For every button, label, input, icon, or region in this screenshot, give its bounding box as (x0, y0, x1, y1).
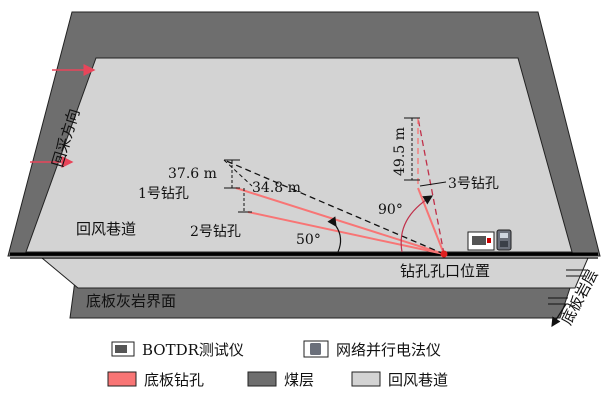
angle-50-arc (327, 216, 342, 253)
limestone-interface-label: 底板灰岩界面 (86, 292, 176, 310)
airway-swatch (351, 371, 381, 387)
borehole-swatch (107, 371, 137, 387)
angle-90-arc (400, 195, 434, 253)
legend: BOTDR测试仪 网络并行电法仪 底板钻孔 煤层 回风巷道 (107, 340, 448, 389)
return-airway-area (25, 57, 573, 253)
hole1-label: 1号钻孔 (138, 186, 189, 202)
legend-label-borehole: 底板钻孔 (144, 371, 204, 389)
legend-item-electrical: 网络并行电法仪 (303, 340, 441, 359)
borehole-mouth-point (440, 250, 448, 258)
hole1-line (235, 187, 445, 255)
borehole-mouth-label: 钻孔孔口位置 (400, 262, 490, 280)
coal-seam-swatch (247, 371, 277, 387)
hole1-offset-label: 34.8 m (252, 180, 301, 196)
return-airway-label: 回风巷道 (76, 220, 136, 238)
middle-stratum-layer (40, 257, 589, 289)
hole1-projection-tail (223, 159, 253, 187)
legend-item-botdr: BOTDR测试仪 (111, 341, 244, 359)
hole3-drop-label: 49.5 m (392, 127, 408, 176)
hole3-label: 3号钻孔 (448, 176, 499, 192)
hole2-line (247, 211, 445, 255)
hole3-projection-dashed (417, 117, 445, 255)
legend-item-return-airway: 回风巷道 (351, 371, 448, 389)
floor-strata-arrow (551, 303, 567, 328)
angle-90-label: 90° (378, 202, 403, 218)
botdr-instrument-icon (467, 231, 495, 251)
electrical-instrument-icon (496, 229, 512, 251)
hole3-label-leader (419, 181, 447, 187)
legend-item-borehole: 底板钻孔 (107, 371, 204, 389)
legend-label-return-airway: 回风巷道 (388, 371, 448, 389)
legend-label-electrical: 网络并行电法仪 (336, 341, 441, 359)
hole1-drop-label: 37.6 m (168, 166, 217, 182)
legend-item-coal-seam: 煤层 (247, 371, 314, 389)
legend-label-botdr: BOTDR测试仪 (142, 341, 244, 359)
angle-50-label: 50° (296, 232, 321, 248)
legend-label-coal-seam: 煤层 (284, 371, 314, 389)
hole2-label: 2号钻孔 (190, 224, 241, 240)
